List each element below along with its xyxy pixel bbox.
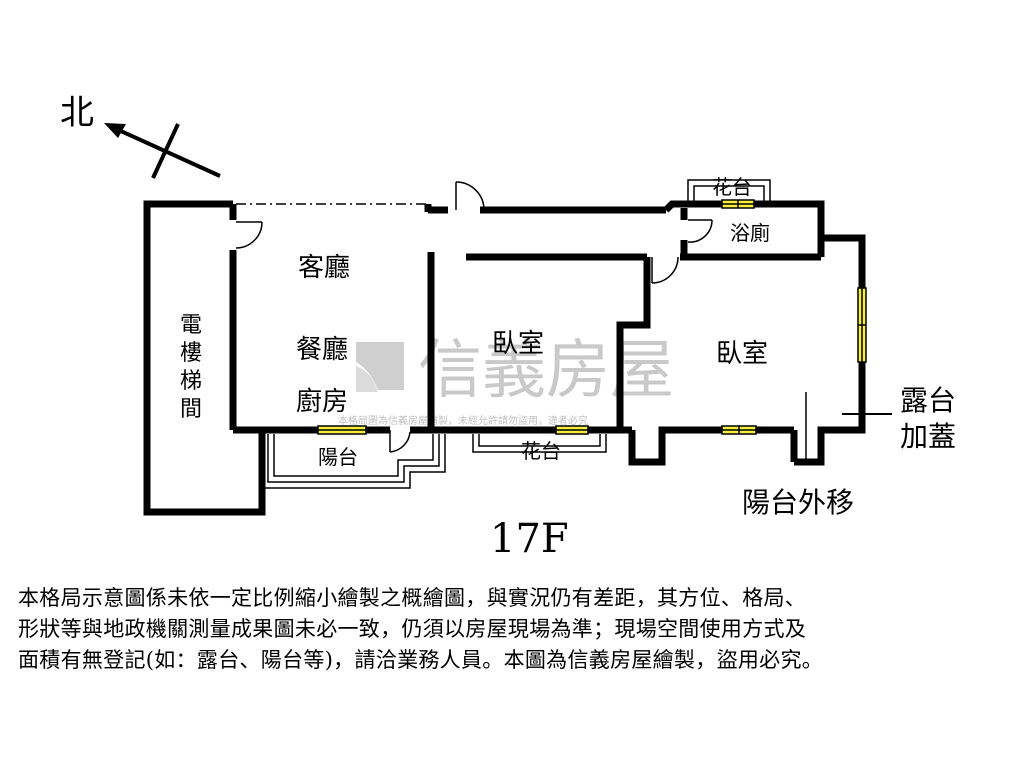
doors [235, 181, 713, 453]
label-stair-2: 樓 [180, 341, 202, 366]
watermark: 信義房屋 本格局圖為信義房屋繪製，未經允許請勿盜用，違者必究 [338, 334, 674, 427]
watermark-logo [356, 342, 404, 390]
balcony-outlines [261, 179, 807, 489]
floor-plan: 信義房屋 本格局圖為信義房屋繪製，未經允許請勿盜用，違者必究 北 [60, 93, 956, 562]
label-stair-4: 間 [180, 397, 202, 422]
label-living: 客廳 [298, 253, 350, 283]
label-terrace-cover-2: 加蓋 [900, 420, 956, 453]
north-arrow-icon: 北 [60, 93, 221, 179]
label-dining: 餐廳 [296, 335, 348, 365]
label-stair-1: 電 [180, 313, 202, 338]
label-balcony: 陽台 [318, 445, 358, 469]
label-bedroom-1: 臥室 [492, 329, 544, 359]
label-terrace-cover-1: 露台 [900, 384, 956, 417]
label-bedroom-2: 臥室 [716, 339, 768, 369]
disclaimer-text: 本格局示意圖係未依一定比例縮小繪製之概繪圖，與實況仍有差距，其方位、格局、 形狀… [18, 586, 824, 672]
label-kitchen: 廚房 [296, 387, 348, 417]
watermark-brand: 信義房屋 [418, 334, 674, 408]
watermark-notice: 本格局圖為信義房屋繪製，未經允許請勿盜用，違者必究 [338, 414, 588, 427]
windows [317, 199, 867, 435]
floor-label: 17F [490, 516, 569, 562]
label-bathroom: 浴廁 [730, 221, 770, 245]
label-balcony-moved: 陽台外移 [742, 486, 854, 519]
label-planter-bottom: 花台 [521, 439, 561, 463]
label-planter-top: 花台 [712, 175, 752, 199]
north-label: 北 [60, 93, 94, 133]
label-stair-3: 梯 [180, 369, 202, 394]
